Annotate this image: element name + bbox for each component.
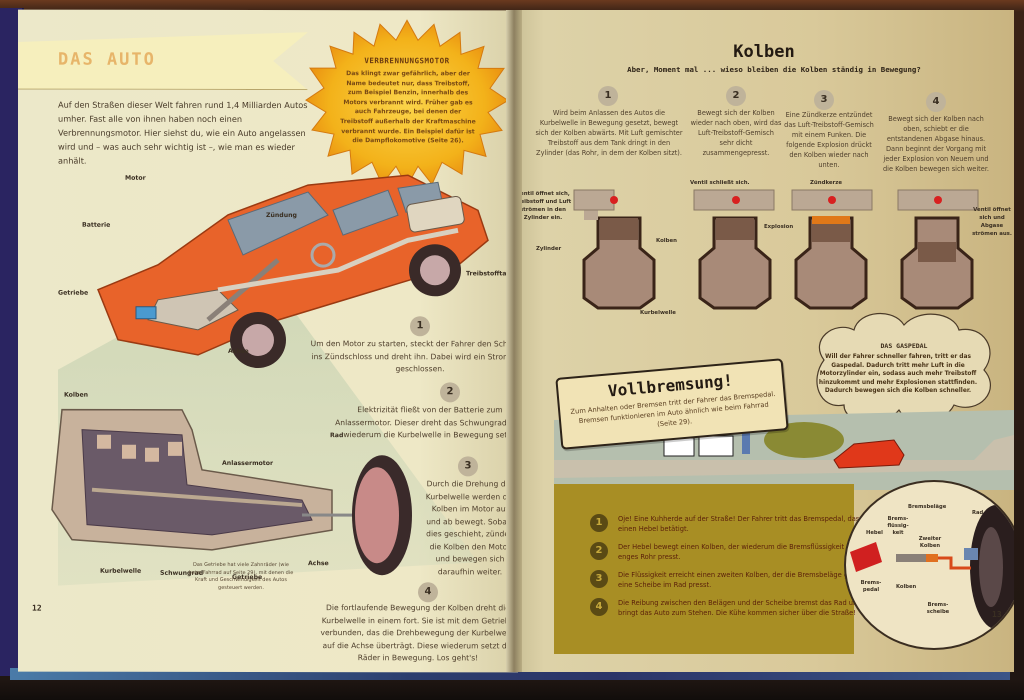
brake-step-number: 1 (590, 514, 608, 532)
book-gutter (506, 10, 522, 672)
label-zweiter-kolben: Zweiter Kolben (918, 536, 942, 549)
step-number-2: 2 (440, 382, 460, 403)
label-ventil-oeffnet: Ventil öffnet sich, Treibstoff und Luft … (514, 191, 572, 221)
label-motor: Motor (125, 174, 146, 182)
label-kurbelwelle: Kurbelwelle (100, 567, 142, 575)
burst-title: VERBRENNUNGSMOTOR (364, 56, 450, 66)
gaspedal-cloud: DAS GASPEDAL Will der Fahrer schneller f… (804, 300, 1004, 430)
label-achse-engine: Achse (308, 560, 329, 568)
page-title-kolben: Kolben (733, 42, 795, 62)
page-number-left: 12 (32, 603, 42, 613)
cylinders-drawing (573, 189, 979, 310)
piston-step-text-3: Eine Zündkerze entzündet das Luft-Treibs… (784, 111, 874, 169)
label-bremsfluessigkeit: Brems-flüssig-keit (887, 516, 909, 536)
label-ventil-abgase: Ventil öffnet sich und Abgase strömen au… (972, 207, 1012, 237)
step-number-1: 1 (410, 316, 430, 337)
piston-step-text-2: Bewegt sich der Kolben wieder nach oben,… (690, 109, 782, 157)
getriebe-note: Das Getriebe hat viele Zahnräder (wie be… (188, 561, 294, 591)
step-number-4: 4 (418, 582, 438, 603)
step-text-2: Elektrizität fließt von der Batterie zum… (335, 405, 518, 440)
cylinder-2 (693, 189, 775, 310)
gaspedal-text: Will der Fahrer schneller fahren, tritt … (818, 354, 978, 395)
step-number-3: 3 (458, 456, 478, 477)
brake-step-number: 4 (590, 598, 608, 616)
brake-step-text: Der Hebel bewegt einen Kolben, der wiede… (618, 543, 878, 561)
label-hebel: Hebel (866, 530, 883, 536)
brake-detail-circle: Bremsbeläge Rad Hebel Brems-flüssig-keit… (844, 480, 1014, 650)
label-zylinder: Zylinder (536, 246, 562, 252)
label-bremspedal: Brems-pedal (860, 580, 882, 593)
step-text-3: Durch die Drehung der Kurbelwelle werden… (425, 479, 515, 576)
page-title: DAS AUTO (58, 49, 156, 70)
brake-steps-panel: 1 Oje! Eine Kuhherde auf der Straße! Der… (554, 484, 878, 654)
verbrennungsmotor-burst: VERBRENNUNGSMOTOR Das klingt zwar gefähr… (304, 18, 510, 188)
label-bremsscheibe: Brems-scheibe (926, 602, 950, 615)
step-text-4: Die fortlaufende Bewegung der Kolben dre… (320, 603, 516, 663)
brake-step-text: Die Flüssigkeit erreicht einen zweiten K… (618, 571, 865, 589)
piston-step-number-2: 2 (726, 86, 746, 106)
label-achse: Achse (228, 347, 249, 355)
step-text-1: Um den Motor zu starten, steckt der Fahr… (310, 339, 518, 374)
burst-text: Das klingt zwar gefährlich, aber der Nam… (340, 70, 476, 145)
label-rad-brake: Rad (972, 510, 984, 516)
label-kolben: Kolben (64, 391, 89, 399)
brake-detail-drawing (850, 505, 1014, 629)
piston-step-number-4: 4 (926, 92, 946, 112)
label-zuendung: Zündung (266, 211, 297, 220)
piston-step-text-1: Wird beim Anlassen des Autos die Kurbelw… (535, 109, 683, 157)
label-explosion: Explosion (764, 224, 794, 230)
label-kolben-brake: Kolben (896, 584, 917, 590)
label-kurbelwelle-cyl: Kurbelwelle (640, 310, 676, 316)
car-illustration: Motor Zündung Batterie Getriebe Achse Tr… (58, 170, 515, 391)
label-zuendkerze: Zündkerze (810, 180, 842, 186)
label-batterie: Batterie (82, 221, 111, 229)
engine-drawing (51, 408, 412, 576)
cylinder-diagrams: Ventil öffnet sich, Treibstoff und Luft … (514, 170, 1014, 310)
piston-step-number-3: 3 (814, 90, 834, 110)
engine-illustration: Kolben Anlassermotor Rad Achse Kurbelwel… (42, 390, 422, 611)
cylinder-4 (897, 189, 979, 310)
label-bremsbelaege: Bremsbeläge (908, 504, 947, 510)
cylinder-3 (791, 189, 873, 310)
gaspedal-title: DAS GASPEDAL (880, 342, 928, 350)
left-page: DAS AUTO Auf den Straßen dieser Welt fah… (18, 9, 518, 673)
label-kolben-cyl: Kolben (656, 238, 677, 244)
right-page: Kolben Aber, Moment mal ... wieso bleibe… (514, 10, 1014, 672)
brake-step-number: 2 (590, 542, 608, 560)
cylinder-1 (573, 189, 656, 310)
label-anlassermotor: Anlassermotor (222, 459, 274, 468)
label-getriebe: Getriebe (58, 289, 89, 297)
brake-step-text: Oje! Eine Kuhherde auf der Straße! Der F… (618, 515, 860, 533)
page-number-right: 13 (992, 610, 1002, 619)
intro-text: Auf den Straßen dieser Welt fahren rund … (58, 99, 308, 166)
page-subtitle: Aber, Moment mal ... wieso bleiben die K… (627, 65, 921, 74)
brake-step-number: 3 (590, 570, 608, 588)
car-drawing (97, 174, 489, 368)
piston-step-number-1: 1 (598, 86, 618, 106)
label-ventil-schliesst: Ventil schließt sich. (690, 180, 750, 186)
piston-step-text-4: Bewegt sich der Kolben nach oben, schieb… (882, 115, 990, 173)
brake-step-text: Die Reibung zwischen den Belägen und der… (618, 599, 862, 617)
